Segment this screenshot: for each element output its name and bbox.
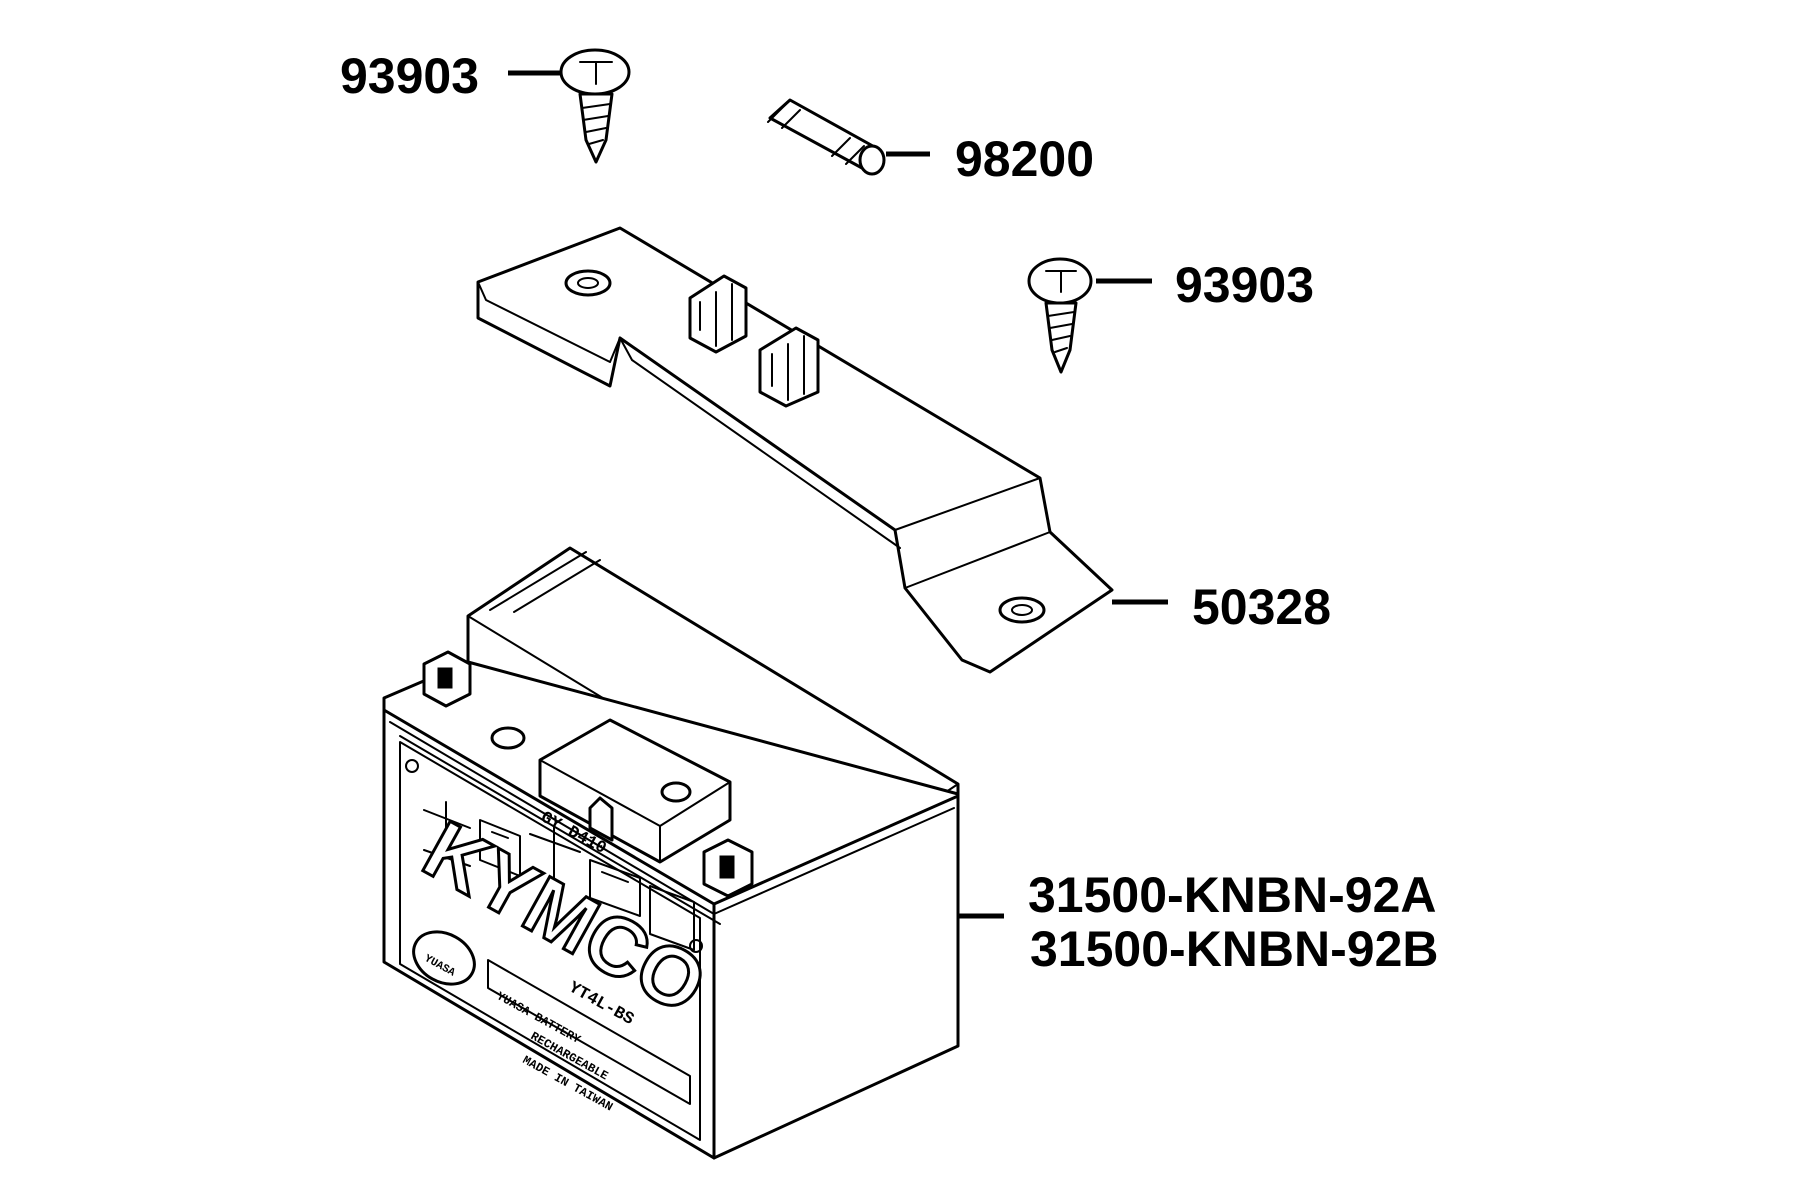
part-label-screw-right: 93903 [1175, 257, 1314, 313]
bracket-icon [476, 226, 1114, 674]
part-label-bracket: 50328 [1192, 579, 1331, 635]
battery-badge: YUASA [412, 930, 476, 986]
part-label-battery-a: 31500-KNBN-92A [1028, 867, 1437, 923]
battery-icon [382, 546, 960, 1160]
fuse-icon [767, 98, 886, 176]
battery-label-box [487, 959, 691, 1105]
part-label-battery-b: 31500-KNBN-92B [1030, 921, 1439, 977]
screw-icon [1027, 257, 1093, 374]
part-label-screw-top: 93903 [340, 48, 479, 104]
screw-icon [559, 48, 631, 164]
part-label-fuse: 98200 [955, 131, 1094, 187]
